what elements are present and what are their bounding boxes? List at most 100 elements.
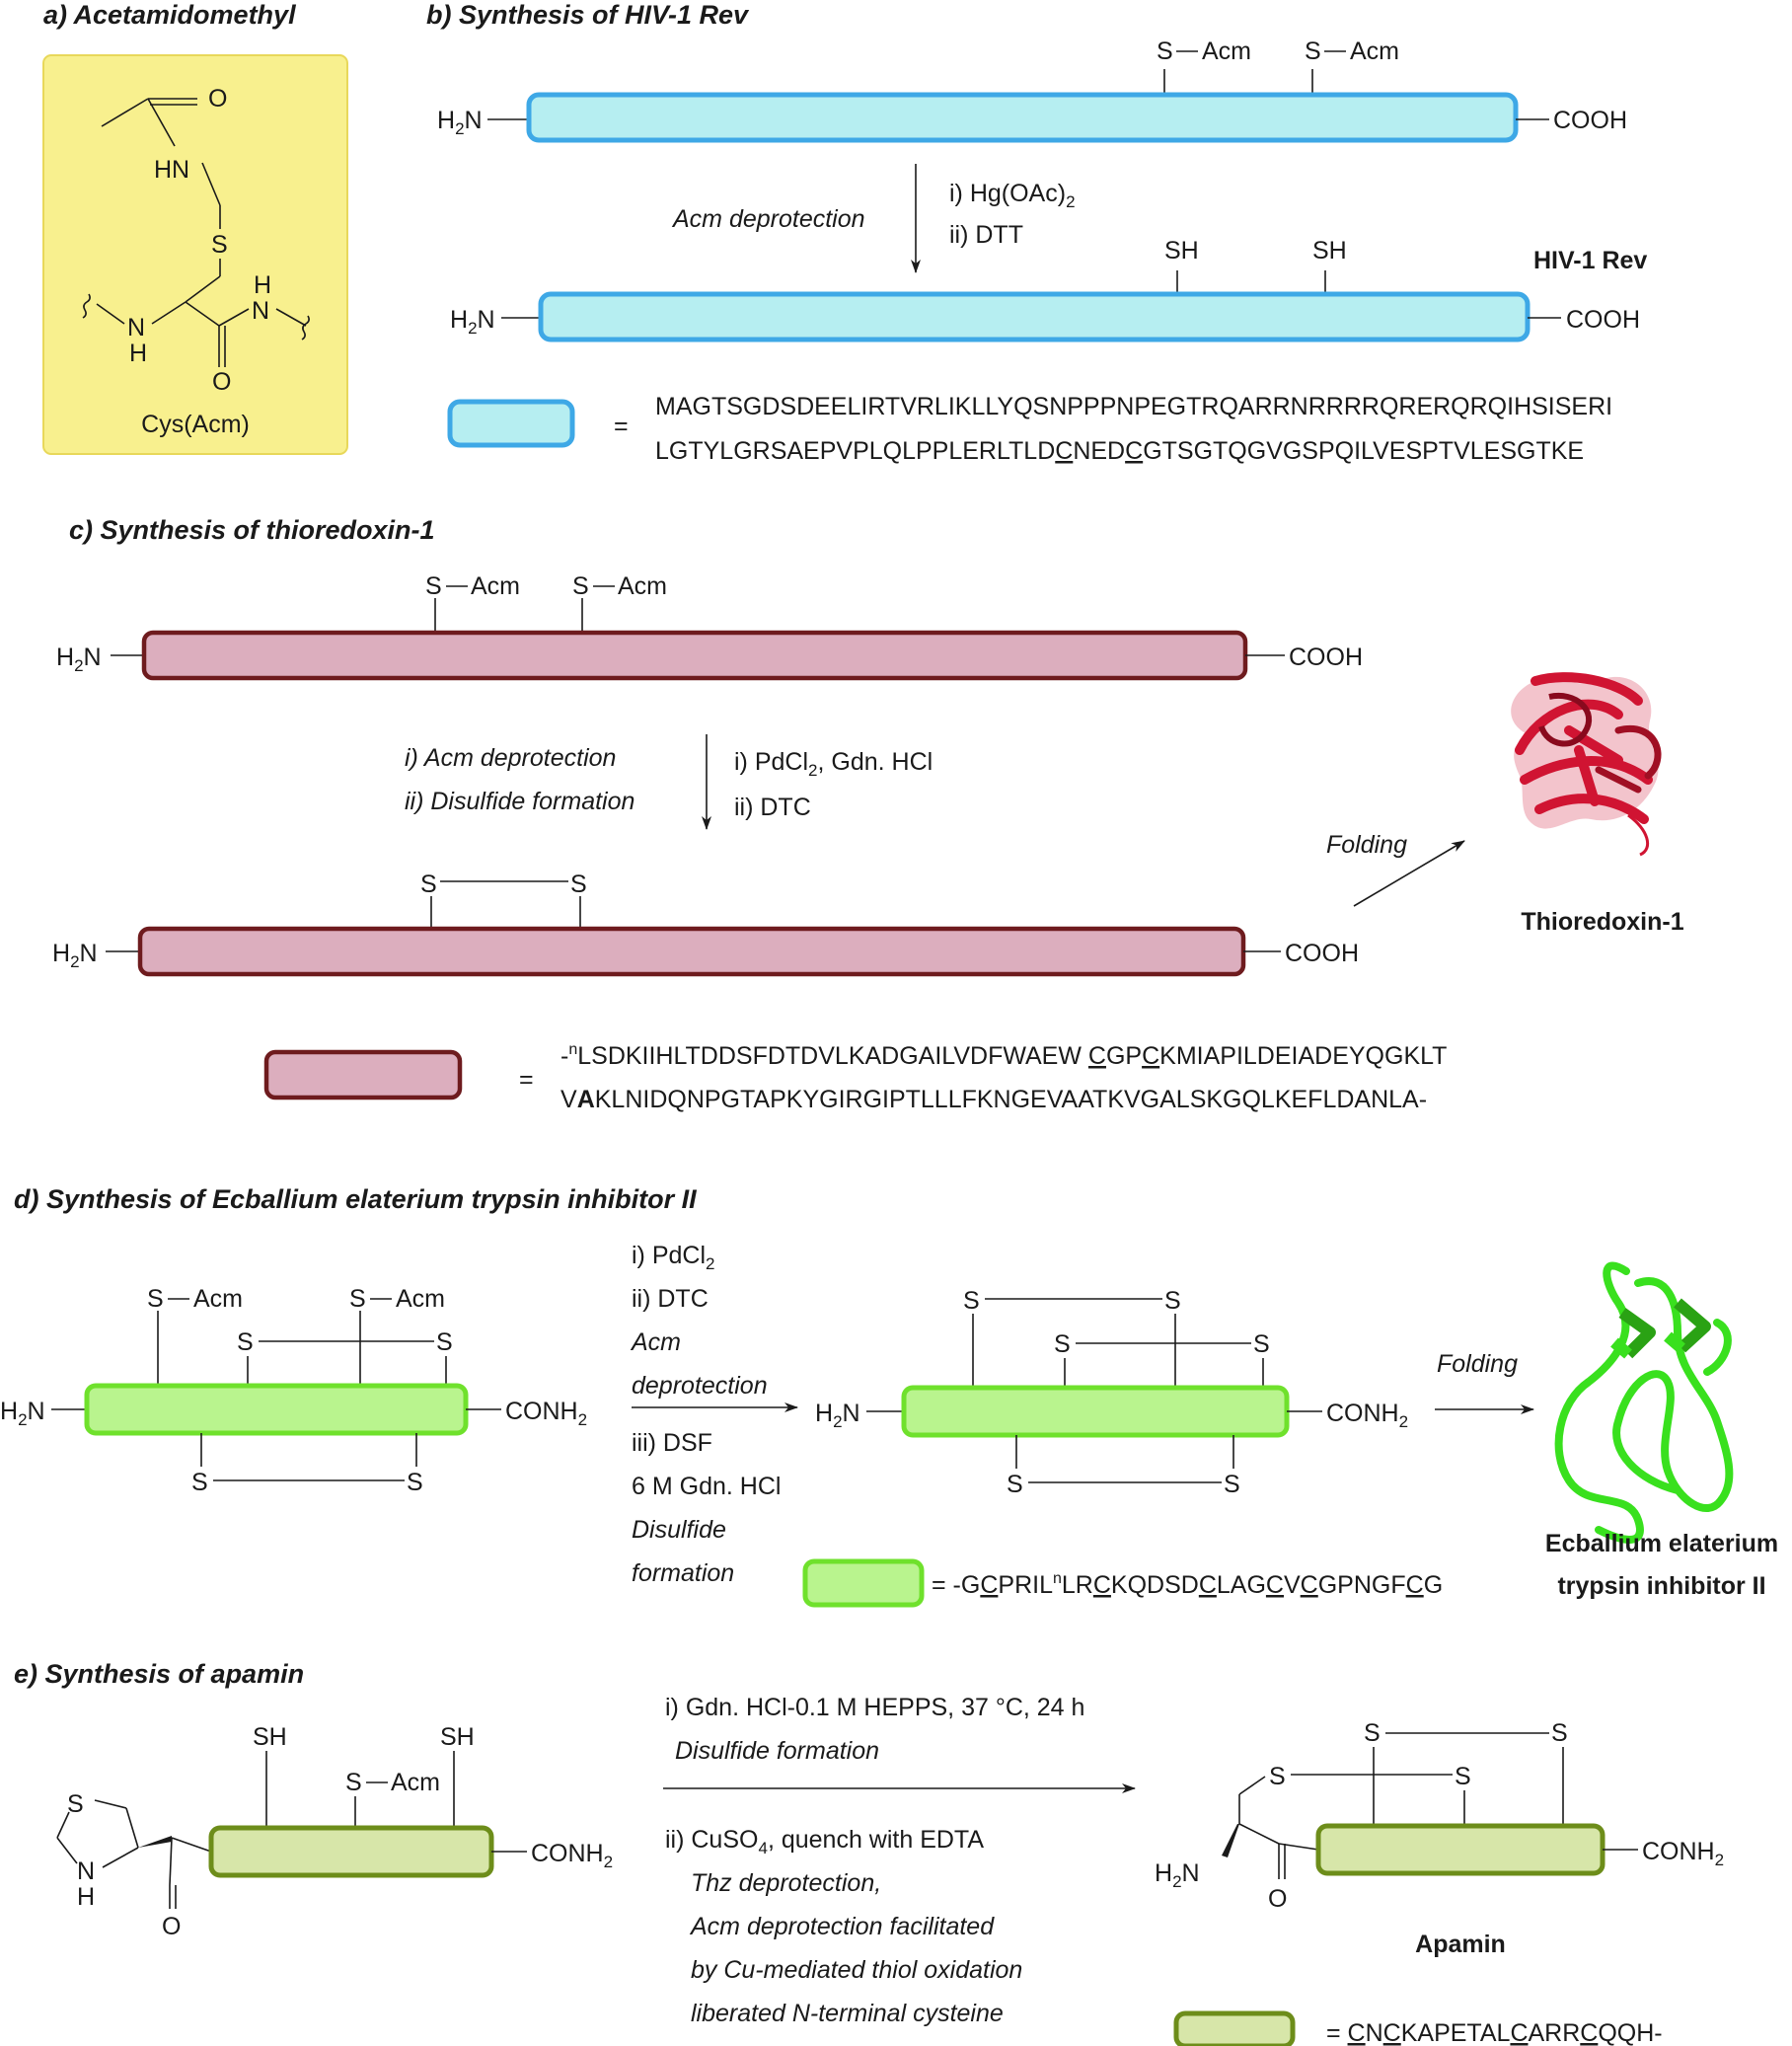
cys-acm-caption: Cys(Acm) xyxy=(141,411,250,438)
trx-reagent-1: i) PdCl2, Gdn. HCl xyxy=(734,748,933,780)
apamin-cond-7: liberated N-terminal cysteine xyxy=(691,2000,1004,2027)
eeti-sequence: = -GCPRILnLRCKQDSDCLAGCVCGPNGFCG xyxy=(932,1570,1443,1599)
atom-o-bottom: O xyxy=(212,368,231,396)
apamin-prod-o: O xyxy=(1268,1885,1287,1913)
panel-d: d) Synthesis of Ecballium elaterium tryp… xyxy=(0,1184,1778,1608)
eeti-left-s-acm-acm-1: Acm xyxy=(193,1285,243,1313)
eeti-left-s-top-2: S xyxy=(436,1328,453,1356)
hiv-rev-sequence-line2: LGTYLGRSAEPVPLQLPPLERLTLDCNEDCGTSGTQGVGS… xyxy=(655,437,1584,465)
trx-s-acm-acm-2: Acm xyxy=(618,572,667,600)
atom-n-right: N xyxy=(252,297,269,325)
eeti-left-s-acm-s-2: S xyxy=(349,1285,366,1313)
atom-hn: HN xyxy=(154,156,189,184)
eeti-left-s-bottom-2: S xyxy=(407,1469,423,1496)
apamin-prod-h2n: H2N xyxy=(1155,1859,1200,1891)
apamin-s-acm-s: S xyxy=(345,1769,362,1796)
apamin-s-acm-acm: Acm xyxy=(391,1769,440,1796)
eeti-right-s-1: S xyxy=(963,1287,980,1315)
eeti-cond-5: iii) DSF xyxy=(632,1429,712,1457)
trx-folding-label: Folding xyxy=(1326,831,1407,859)
trx-s-acm-s-2: S xyxy=(572,572,589,600)
apamin-sh-2: SH xyxy=(440,1723,475,1751)
panel-e-heading: e) Synthesis of apamin xyxy=(14,1659,304,1689)
s-acm-acm-2: Acm xyxy=(1350,38,1399,65)
apamin-sh-1: SH xyxy=(253,1723,287,1751)
s-acm-s-1: S xyxy=(1157,38,1173,65)
eeti-cond-7: Disulfide xyxy=(632,1516,726,1544)
step-acm-deprotection: Acm deprotection xyxy=(671,205,865,233)
equals-c: = xyxy=(519,1066,534,1094)
eeti-right-s-4: S xyxy=(1253,1330,1270,1358)
eeti-protein-structure xyxy=(1554,1261,1734,1544)
apamin-sequence: = CNCKAPETALCARRCQQH- xyxy=(1326,2019,1663,2046)
eeti-cond-1: i) PdCl2 xyxy=(632,1242,714,1273)
thioredoxin-bar-protected xyxy=(141,630,1248,681)
trx-step-2: ii) Disulfide formation xyxy=(405,788,635,815)
h2n-label-1: H2N xyxy=(437,107,483,138)
eeti-bar-disulfide xyxy=(901,1385,1290,1438)
reagent-hg-oac: i) Hg(OAc)2 xyxy=(949,180,1076,211)
apamin-prod-s-2: S xyxy=(1551,1719,1568,1747)
apamin-prod-s-4: S xyxy=(1455,1763,1471,1790)
eeti-h2n-2: H2N xyxy=(815,1400,860,1431)
atom-n-left: N xyxy=(127,314,145,341)
thioredoxin-sequence-line2: VAKLNIDQNPGTAPKYGIRGIPTLLLFKNGEVAATKVGAL… xyxy=(560,1086,1427,1113)
atom-s: S xyxy=(211,231,228,259)
apamin-prod-s-3: S xyxy=(1269,1763,1286,1790)
eeti-left-s-top-1: S xyxy=(237,1328,254,1356)
apamin-cond-6: by Cu-mediated thiol oxidation xyxy=(691,1956,1022,1984)
apamin-cond-4: Thz deprotection, xyxy=(691,1869,881,1897)
eeti-right-s-6: S xyxy=(1224,1471,1240,1498)
h2n-label-2: H2N xyxy=(450,306,495,338)
apamin-prod-s-1: S xyxy=(1364,1719,1381,1747)
hiv-rev-sequence-line1: MAGTSGDSDEELIRTVRLIKLLYQSNPPPNPEGTRQARRN… xyxy=(655,393,1612,420)
trx-cooh-2: COOH xyxy=(1285,940,1359,967)
apamin-cond-3: ii) CuSO4, quench with EDTA xyxy=(665,1826,984,1857)
eeti-right-s-5: S xyxy=(1007,1471,1023,1498)
panel-e: e) Synthesis of apamin S N H O SH SH S A… xyxy=(14,1659,1724,2046)
trx-disulfide-s-1: S xyxy=(420,871,437,898)
apamin-bar-protected xyxy=(208,1825,494,1878)
trx-disulfide-s-2: S xyxy=(570,871,587,898)
trx-h2n-1: H2N xyxy=(56,644,102,675)
cys-acm-structure: O HN S N H H N O xyxy=(82,85,310,396)
panel-c: c) Synthesis of thioredoxin-1 S Acm S Ac… xyxy=(52,515,1684,1113)
reagent-dtt: ii) DTT xyxy=(949,221,1023,249)
thz-carbonyl-o: O xyxy=(162,1913,181,1940)
thioredoxin-protein-structure xyxy=(1511,672,1662,857)
thz-s: S xyxy=(67,1790,84,1818)
panel-a-heading: a) Acetamidomethyl xyxy=(43,0,296,30)
apamin-conh2-2: CONH2 xyxy=(1642,1838,1724,1869)
sh-label-2: SH xyxy=(1312,237,1347,265)
eeti-legend-bar xyxy=(802,1558,925,1608)
eeti-bar-protected xyxy=(84,1383,469,1436)
eeti-cond-2: ii) DTC xyxy=(632,1285,709,1313)
eeti-conh2-2: CONH2 xyxy=(1326,1400,1408,1431)
acm-structure-box xyxy=(42,54,348,455)
hiv-rev-peptide-bar-deprotected xyxy=(538,291,1531,342)
trx-reagent-2: ii) DTC xyxy=(734,794,811,821)
equals-b: = xyxy=(614,413,629,440)
hiv-rev-product-label: HIV-1 Rev xyxy=(1533,247,1647,274)
thz-n: N xyxy=(77,1857,95,1885)
trx-s-acm-s-1: S xyxy=(425,572,442,600)
hiv-rev-legend-bar xyxy=(447,399,575,448)
eeti-cond-3: Acm xyxy=(630,1328,681,1356)
panel-d-heading: d) Synthesis of Ecballium elaterium tryp… xyxy=(14,1184,697,1214)
eeti-right-s-2: S xyxy=(1164,1287,1181,1315)
eeti-h2n-1: H2N xyxy=(0,1398,45,1429)
thioredoxin-legend-bar xyxy=(263,1049,463,1100)
eeti-left-s-acm-s-1: S xyxy=(147,1285,164,1313)
apamin-bar-product xyxy=(1315,1823,1605,1876)
s-acm-acm-1: Acm xyxy=(1202,38,1251,65)
eeti-cond-8: formation xyxy=(632,1559,734,1587)
eeti-folding-label: Folding xyxy=(1437,1350,1518,1378)
sh-label-1: SH xyxy=(1164,237,1199,265)
thiazolidine-ring: S N H O xyxy=(56,1790,212,1940)
eeti-cond-6: 6 M Gdn. HCl xyxy=(632,1473,781,1500)
cooh-label-1: COOH xyxy=(1553,107,1627,134)
panel-b: b) Synthesis of HIV-1 Rev S Acm S Acm H2… xyxy=(426,0,1647,465)
atom-h-left: H xyxy=(129,340,147,367)
eeti-cond-4: deprotection xyxy=(632,1372,768,1400)
